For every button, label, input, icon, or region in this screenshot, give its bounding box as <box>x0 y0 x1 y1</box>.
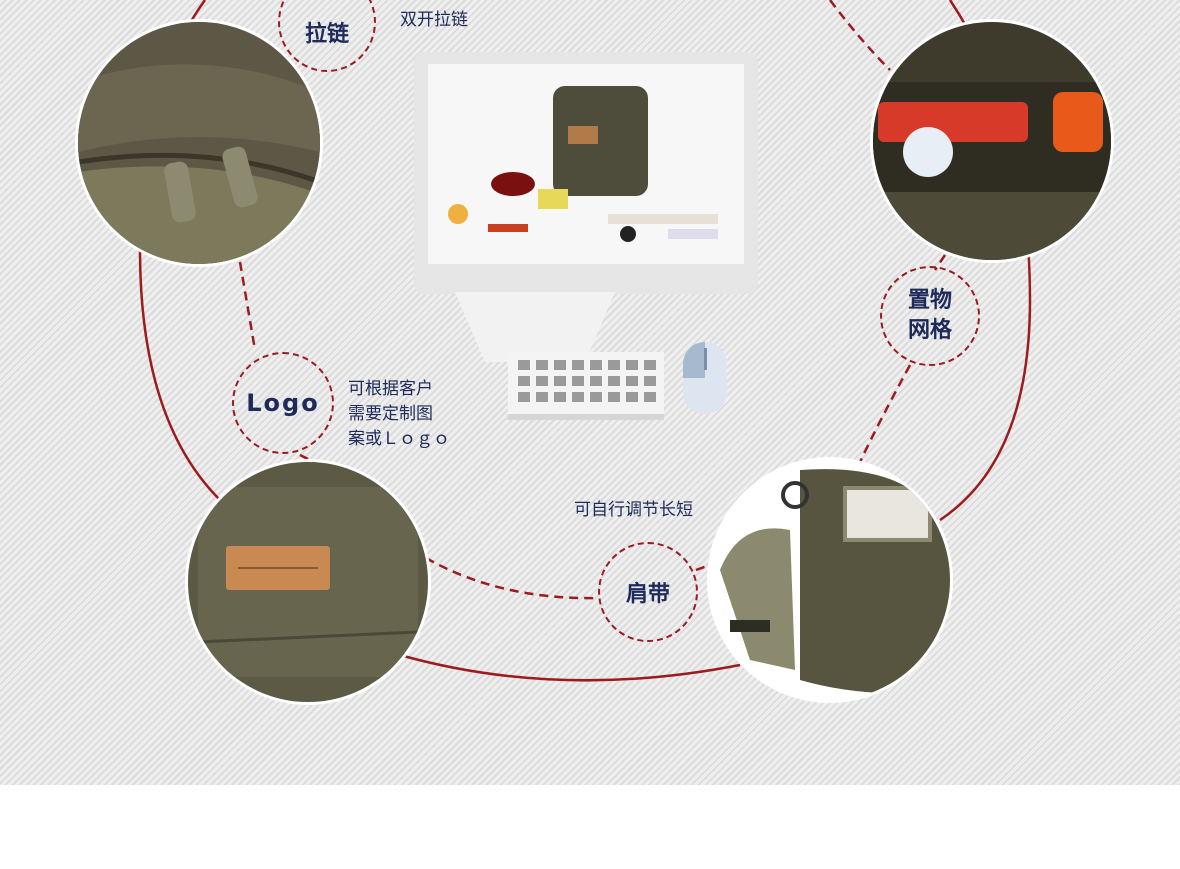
zipper-photo <box>78 22 320 264</box>
keyboard-key <box>590 392 602 402</box>
keyboard-key <box>644 392 656 402</box>
keyboard-key <box>644 376 656 386</box>
keyboard-key <box>518 376 530 386</box>
keyboard-key <box>572 360 584 370</box>
keyboard-key <box>590 376 602 386</box>
mesh-label-circle: 置物 网格 <box>880 266 980 366</box>
monitor <box>414 52 758 294</box>
keyboard-key <box>644 360 656 370</box>
zipper-caption: 双开拉链 <box>400 10 468 30</box>
monitor-screen <box>428 64 744 264</box>
strap-photo-art <box>710 460 950 700</box>
mouse <box>683 342 727 414</box>
logo-caption-line3: 案或Ｌｏｇｏ <box>348 429 450 449</box>
keyboard-key <box>590 360 602 370</box>
logo-label-circle: Logo <box>232 352 334 454</box>
keyboard-key <box>536 392 548 402</box>
keyboard-key <box>608 360 620 370</box>
keyboard-key <box>572 392 584 402</box>
strap-label: 肩带 <box>625 582 670 607</box>
mesh-label-line2: 网格 <box>907 318 952 343</box>
monitor-stand <box>455 292 615 362</box>
keyboard-key <box>554 360 566 370</box>
keyboard-key <box>536 360 548 370</box>
zipper-photo-art <box>78 22 320 264</box>
logo-photo <box>188 462 428 702</box>
mesh-label-line1: 置物 <box>907 288 952 313</box>
logo-label: Logo <box>246 389 320 417</box>
keyboard-key <box>608 376 620 386</box>
mesh-photo-art <box>873 22 1111 260</box>
mesh-photo <box>873 22 1111 260</box>
keyboard-key <box>626 392 638 402</box>
keyboard-key <box>518 360 530 370</box>
logo-caption: 可根据客户 需要定制图 案或Ｌｏｇｏ <box>348 377 450 452</box>
logo-caption-line2: 需要定制图 <box>348 404 433 424</box>
kit-photo <box>428 64 744 264</box>
keyboard-key <box>518 392 530 402</box>
keyboard <box>508 352 664 420</box>
logo-photo-art <box>188 462 428 702</box>
strap-label-circle: 肩带 <box>598 542 698 642</box>
keyboard-key <box>572 376 584 386</box>
keyboard-key <box>536 376 548 386</box>
keyboard-key <box>626 376 638 386</box>
keyboard-key <box>608 392 620 402</box>
keyboard-key <box>626 360 638 370</box>
strap-photo <box>710 460 950 700</box>
strap-caption: 可自行调节长短 <box>574 500 693 520</box>
keyboard-key <box>554 376 566 386</box>
logo-caption-line1: 可根据客户 <box>348 379 433 399</box>
zipper-label: 拉链 <box>304 22 349 47</box>
keyboard-key <box>554 392 566 402</box>
